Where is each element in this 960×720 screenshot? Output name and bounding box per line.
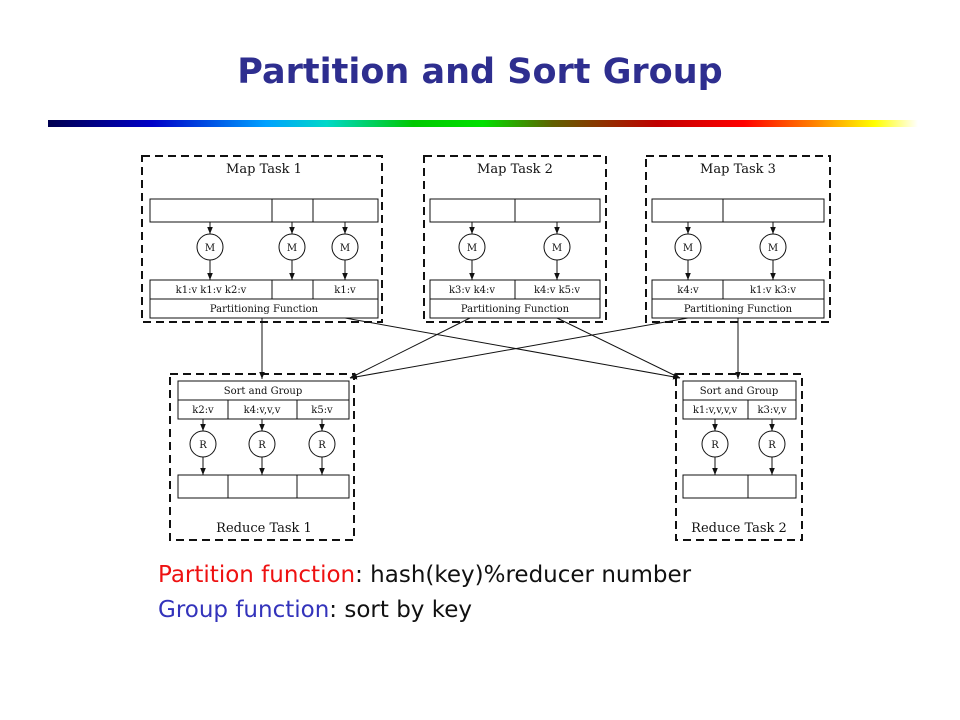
mapper-label: M (205, 243, 215, 254)
reducer-label: R (768, 440, 776, 451)
map-task-1-pair: k1:v (334, 285, 356, 296)
map-task-2-pair: k3:v k4:v (449, 285, 495, 296)
shuffle-arrow (349, 317, 689, 380)
map-task-1-title: Map Task 1 (226, 162, 302, 177)
shuffle-arrow (344, 317, 681, 380)
reduce-task-1-output (177, 474, 350, 499)
map-task-2-partition-fn: Partitioning Function (461, 304, 570, 315)
reduce-task-2-group: k3:v,v (757, 405, 786, 416)
reduce-task-1-group: k5:v (311, 405, 333, 416)
map-task-1-partition-fn: Partitioning Function (210, 304, 319, 315)
map-task-2-title: Map Task 2 (477, 162, 553, 177)
group-function-text: : sort by key (329, 597, 472, 623)
reducer-label: R (318, 440, 326, 451)
reduce-task-1-sort-label: Sort and Group (224, 386, 302, 397)
map-task-3-pair: k4:v (677, 285, 699, 296)
mapper-label: M (287, 243, 297, 254)
reducer-label: R (199, 440, 207, 451)
partition-function-text: : hash(key)%reducer number (355, 562, 692, 588)
map-task-3-pair: k1:v k3:v (750, 285, 796, 296)
map-task-2-box (423, 155, 607, 323)
map-task-2-pair: k4:v k5:v (534, 285, 580, 296)
reducer-label: R (711, 440, 719, 451)
map-task-1-pair: k1:v k1:v k2:v (176, 285, 247, 296)
partition-function-caption: Partition function: hash(key)%reducer nu… (158, 562, 691, 588)
reduce-task-2-title: Reduce Task 2 (691, 521, 787, 536)
shuffle-arrow (349, 317, 471, 379)
reduce-task-2-output (682, 474, 797, 499)
map-task-3-box (645, 155, 831, 323)
map-task-1-input (149, 198, 379, 223)
partition-function-label: Partition function (158, 562, 356, 588)
map-task-1-box (141, 155, 383, 323)
reduce-task-2-sort-label: Sort and Group (700, 386, 778, 397)
mapper-label: M (683, 243, 693, 254)
slide-title: Partition and Sort Group (237, 52, 723, 92)
reduce-task-1-group: k4:v,v,v (244, 405, 281, 416)
shuffle-arrow (556, 317, 681, 379)
map-task-3-input (651, 198, 825, 223)
map-task-3-partition-fn: Partitioning Function (684, 304, 793, 315)
map-task-3-title: Map Task 3 (700, 162, 776, 177)
mapper-label: M (340, 243, 350, 254)
gradient-divider (48, 120, 918, 127)
reduce-task-2-group: k1:v,v,v,v (693, 405, 738, 416)
mapper-label: M (552, 243, 562, 254)
reduce-task-1-group: k2:v (192, 405, 214, 416)
reduce-task-1-title: Reduce Task 1 (216, 521, 312, 536)
reducer-label: R (258, 440, 266, 451)
group-function-label: Group function (158, 597, 330, 623)
reduce-task-2-box (675, 373, 803, 541)
group-function-caption: Group function: sort by key (158, 597, 472, 623)
mapper-label: M (768, 243, 778, 254)
mapper-label: M (467, 243, 477, 254)
